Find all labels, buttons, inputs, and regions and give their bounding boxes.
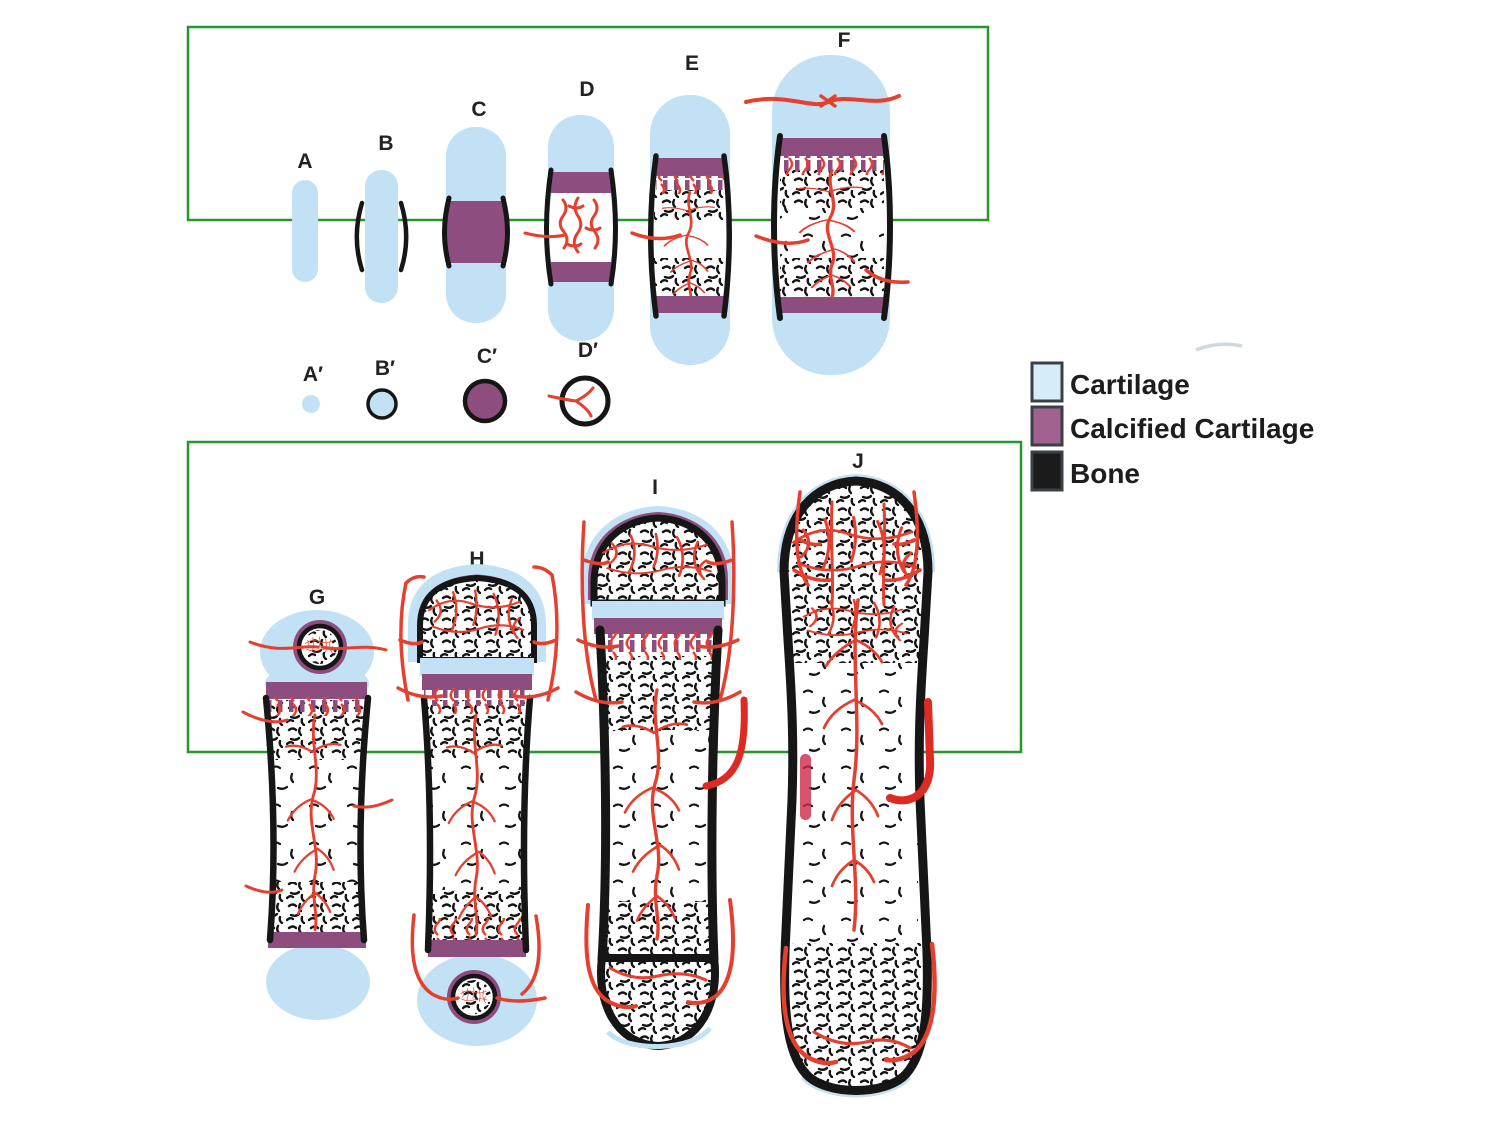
calcified-cartilage-label: Calcified Cartilage (1070, 413, 1314, 444)
stage-d-label: D (579, 78, 594, 101)
cross-section-d-prime: D′ (547, 339, 611, 427)
cross-section-d-label: D′ (578, 339, 598, 362)
cartilage-swatch (1030, 361, 1064, 403)
nutrient-artery (702, 696, 748, 790)
scan-smudge (1195, 342, 1243, 352)
stage-c-label: C (471, 98, 486, 121)
legend-item-bone: Bone (1030, 450, 1140, 492)
stage-j-label: J (852, 450, 864, 473)
stage-i: I (574, 476, 748, 1051)
bone-label: Bone (1070, 458, 1140, 489)
legend-item-calcified-cartilage: Calcified Cartilage (1030, 405, 1314, 447)
stage-i-label: I (652, 476, 658, 499)
legend: Cartilage Calcified Cartilage Bone (1030, 361, 1314, 492)
legend-item-cartilage: Cartilage (1030, 361, 1190, 403)
stage-f: F (744, 29, 910, 375)
cross-section-b-label: B′ (375, 357, 395, 380)
nutrient-artery (886, 698, 935, 805)
periosteal-vessel-mark (800, 754, 811, 820)
stage-e: E (630, 52, 732, 365)
cross-section-b-prime: B′ (366, 357, 398, 420)
cross-section-a-prime: A′ (302, 363, 323, 413)
cross-section-c-label: C′ (477, 345, 497, 368)
stage-b: B (354, 132, 409, 303)
stage-e-label: E (685, 52, 699, 75)
cross-section-c-prime: C′ (462, 345, 508, 424)
stage-a: A (292, 150, 318, 282)
stage-g: G (241, 586, 394, 1020)
stage-f-label: F (838, 29, 851, 52)
stage-a-label: A (297, 150, 312, 173)
stage-g-label: G (309, 586, 325, 609)
stage-b-label: B (378, 132, 393, 155)
cross-section-a-label: A′ (303, 363, 323, 386)
calcified-cartilage-swatch (1030, 405, 1064, 447)
stage-h: H (396, 548, 560, 1046)
cartilage-label: Cartilage (1070, 369, 1190, 400)
stage-j: J (777, 450, 937, 1098)
bone-swatch (1030, 450, 1064, 492)
stage-c: C (442, 98, 510, 323)
stage-d: D (523, 78, 618, 341)
